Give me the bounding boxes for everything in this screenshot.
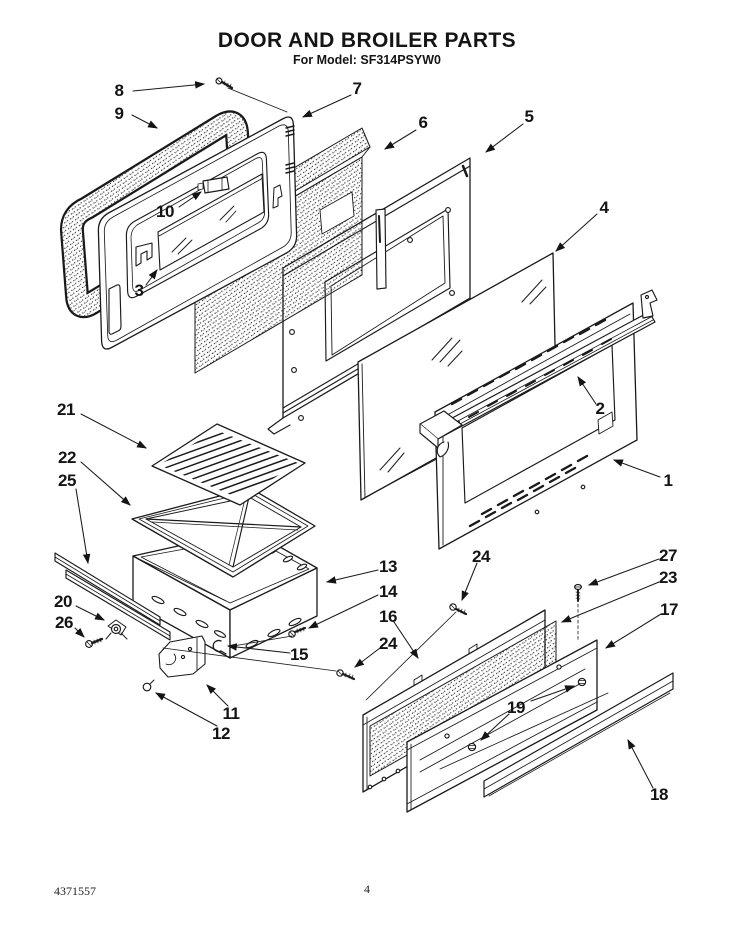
part-callout-24: 24 [379, 634, 397, 653]
page-title: DOOR AND BROILER PARTS [217, 29, 517, 52]
part-callout-22: 22 [58, 448, 76, 467]
glass-bracket-3 [135, 242, 153, 267]
model-subtitle: For Model: SF314PSYW0 [293, 53, 441, 68]
broiler-grid-21 [151, 423, 306, 506]
part-callout-18: 18 [650, 785, 668, 804]
drawer-front-panel-17 [406, 639, 598, 813]
part-callout-10: 10 [156, 202, 174, 221]
pin-12 [142, 679, 155, 692]
screw-8 [215, 77, 234, 90]
leader-lines [74, 81, 662, 789]
screw-27 [574, 583, 582, 641]
part-callout-5: 5 [524, 107, 534, 126]
bracket-11 [158, 635, 206, 678]
roller-20 [105, 619, 128, 640]
part-callout-21: 21 [57, 400, 75, 419]
screw-26 [85, 637, 104, 648]
outer-door-panel-5 [267, 157, 471, 435]
slide-rail-25 [54, 552, 171, 641]
part-callout-11: 11 [222, 704, 240, 723]
door-handle-2 [419, 289, 658, 458]
part-callout-20: 20 [54, 592, 72, 611]
screw-24-left [336, 669, 356, 681]
part-callout-1: 1 [663, 471, 673, 490]
part-callout-4: 4 [599, 198, 609, 217]
part-callout-16: 16 [379, 607, 397, 626]
screw-24-upper [449, 603, 468, 616]
door-window-glass-10 [157, 173, 265, 271]
drawer-trim-18 [483, 672, 674, 798]
part-callout-15: 15 [290, 645, 308, 664]
screw-14 [288, 626, 307, 638]
part-callout-8: 8 [114, 81, 124, 100]
nut-19-upper [577, 677, 587, 687]
page-header: DOOR AND BROILER PARTS For Model: SF314P… [0, 29, 734, 68]
part-callout-7: 7 [352, 79, 362, 98]
part-callout-23: 23 [659, 568, 677, 587]
page-number: 4 [364, 882, 370, 896]
broiler-pan-22 [131, 487, 316, 578]
clip-15 [212, 639, 227, 655]
part-callout-12: 12 [212, 724, 230, 743]
part-callout-17: 17 [660, 600, 678, 619]
part-callout-3: 3 [134, 281, 144, 300]
part-callout-9: 9 [114, 104, 124, 123]
nut-19-lower [467, 742, 477, 752]
part-callout-6: 6 [418, 113, 428, 132]
part-callout-14: 14 [379, 582, 397, 601]
part-callout-27: 27 [659, 546, 677, 565]
part-callout-2: 2 [595, 399, 605, 418]
doc-number: 4371557 [54, 884, 96, 898]
part-callout-13: 13 [379, 557, 397, 576]
part-callout-26: 26 [55, 613, 73, 632]
part-callout-19: 19 [507, 698, 525, 717]
part-callout-25: 25 [58, 471, 76, 490]
part-callout-24: 24 [472, 547, 490, 566]
